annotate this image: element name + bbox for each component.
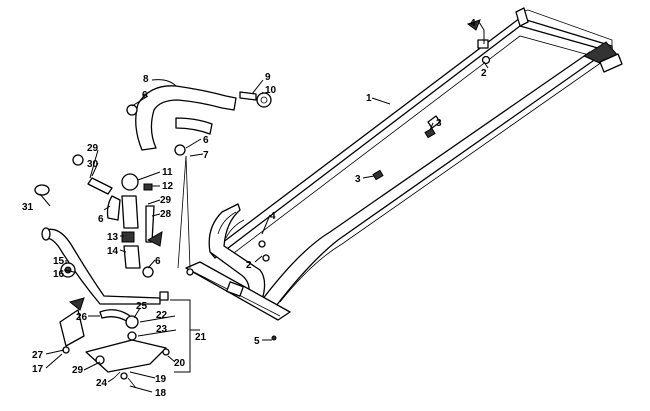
callout-25: 25: [136, 301, 148, 312]
lower-hose: [45, 228, 161, 305]
callout-30: 30: [87, 159, 99, 170]
leader-lines: [39, 21, 489, 393]
callout-21: 21: [195, 332, 207, 343]
callout-8: 8: [143, 74, 149, 85]
coolant-filler-neck: [121, 195, 139, 229]
callout-2: 2: [481, 68, 487, 79]
callout-14: 14: [107, 246, 119, 257]
callout-29: 29: [160, 195, 172, 206]
hose-sleeve: [175, 117, 213, 135]
callout-6: 6: [203, 135, 209, 146]
callout-6: 6: [98, 214, 104, 225]
callout-26: 26: [76, 312, 88, 323]
callout-10: 10: [265, 85, 277, 96]
heat-exchanger-front-curve: [208, 203, 266, 301]
callout-1: 1: [366, 93, 372, 104]
callout-28: 28: [160, 209, 172, 220]
callout-9: 9: [265, 72, 271, 83]
callout-18: 18: [155, 388, 167, 399]
callout-6: 6: [142, 90, 148, 101]
callout-11: 11: [162, 167, 173, 178]
callout-27: 27: [32, 350, 44, 361]
direction-arrow: [146, 231, 163, 247]
callout-5: 5: [254, 336, 260, 347]
callout-24: 24: [96, 378, 108, 389]
callout-3: 3: [436, 118, 442, 129]
heat-exchanger-assembly: [185, 7, 623, 341]
heat-exchanger-top-rail: [209, 17, 613, 259]
mount-bracket: [85, 339, 167, 373]
callout-16: 16: [53, 269, 65, 280]
callout-31: 31: [22, 202, 34, 213]
callout-22: 22: [156, 310, 168, 321]
callout-29: 29: [72, 365, 84, 376]
coolant-hoses: [34, 85, 272, 305]
direction-arrow: [466, 19, 481, 31]
callout-2: 2: [246, 260, 252, 271]
bottle-mount: [59, 309, 170, 389]
callout-15: 15: [53, 256, 65, 267]
callout-29: 29: [87, 143, 99, 154]
upper-hose: [135, 85, 237, 151]
callout-17: 17: [32, 364, 44, 375]
callout-6: 6: [155, 256, 161, 267]
callout-19: 19: [155, 374, 167, 385]
direction-arrow: [68, 297, 85, 311]
callout-3: 3: [355, 174, 361, 185]
callout-20: 20: [174, 358, 186, 369]
callout-13: 13: [107, 232, 119, 243]
callout-4: 4: [470, 18, 476, 29]
callout-12: 12: [162, 181, 174, 192]
callout-labels: 1 2 2 3 3 4 4 5 6 6 6 6 7 8 9 10 11 12 1…: [22, 18, 487, 399]
callout-4: 4: [270, 211, 276, 222]
callout-7: 7: [203, 150, 209, 161]
callout-23: 23: [156, 324, 168, 335]
